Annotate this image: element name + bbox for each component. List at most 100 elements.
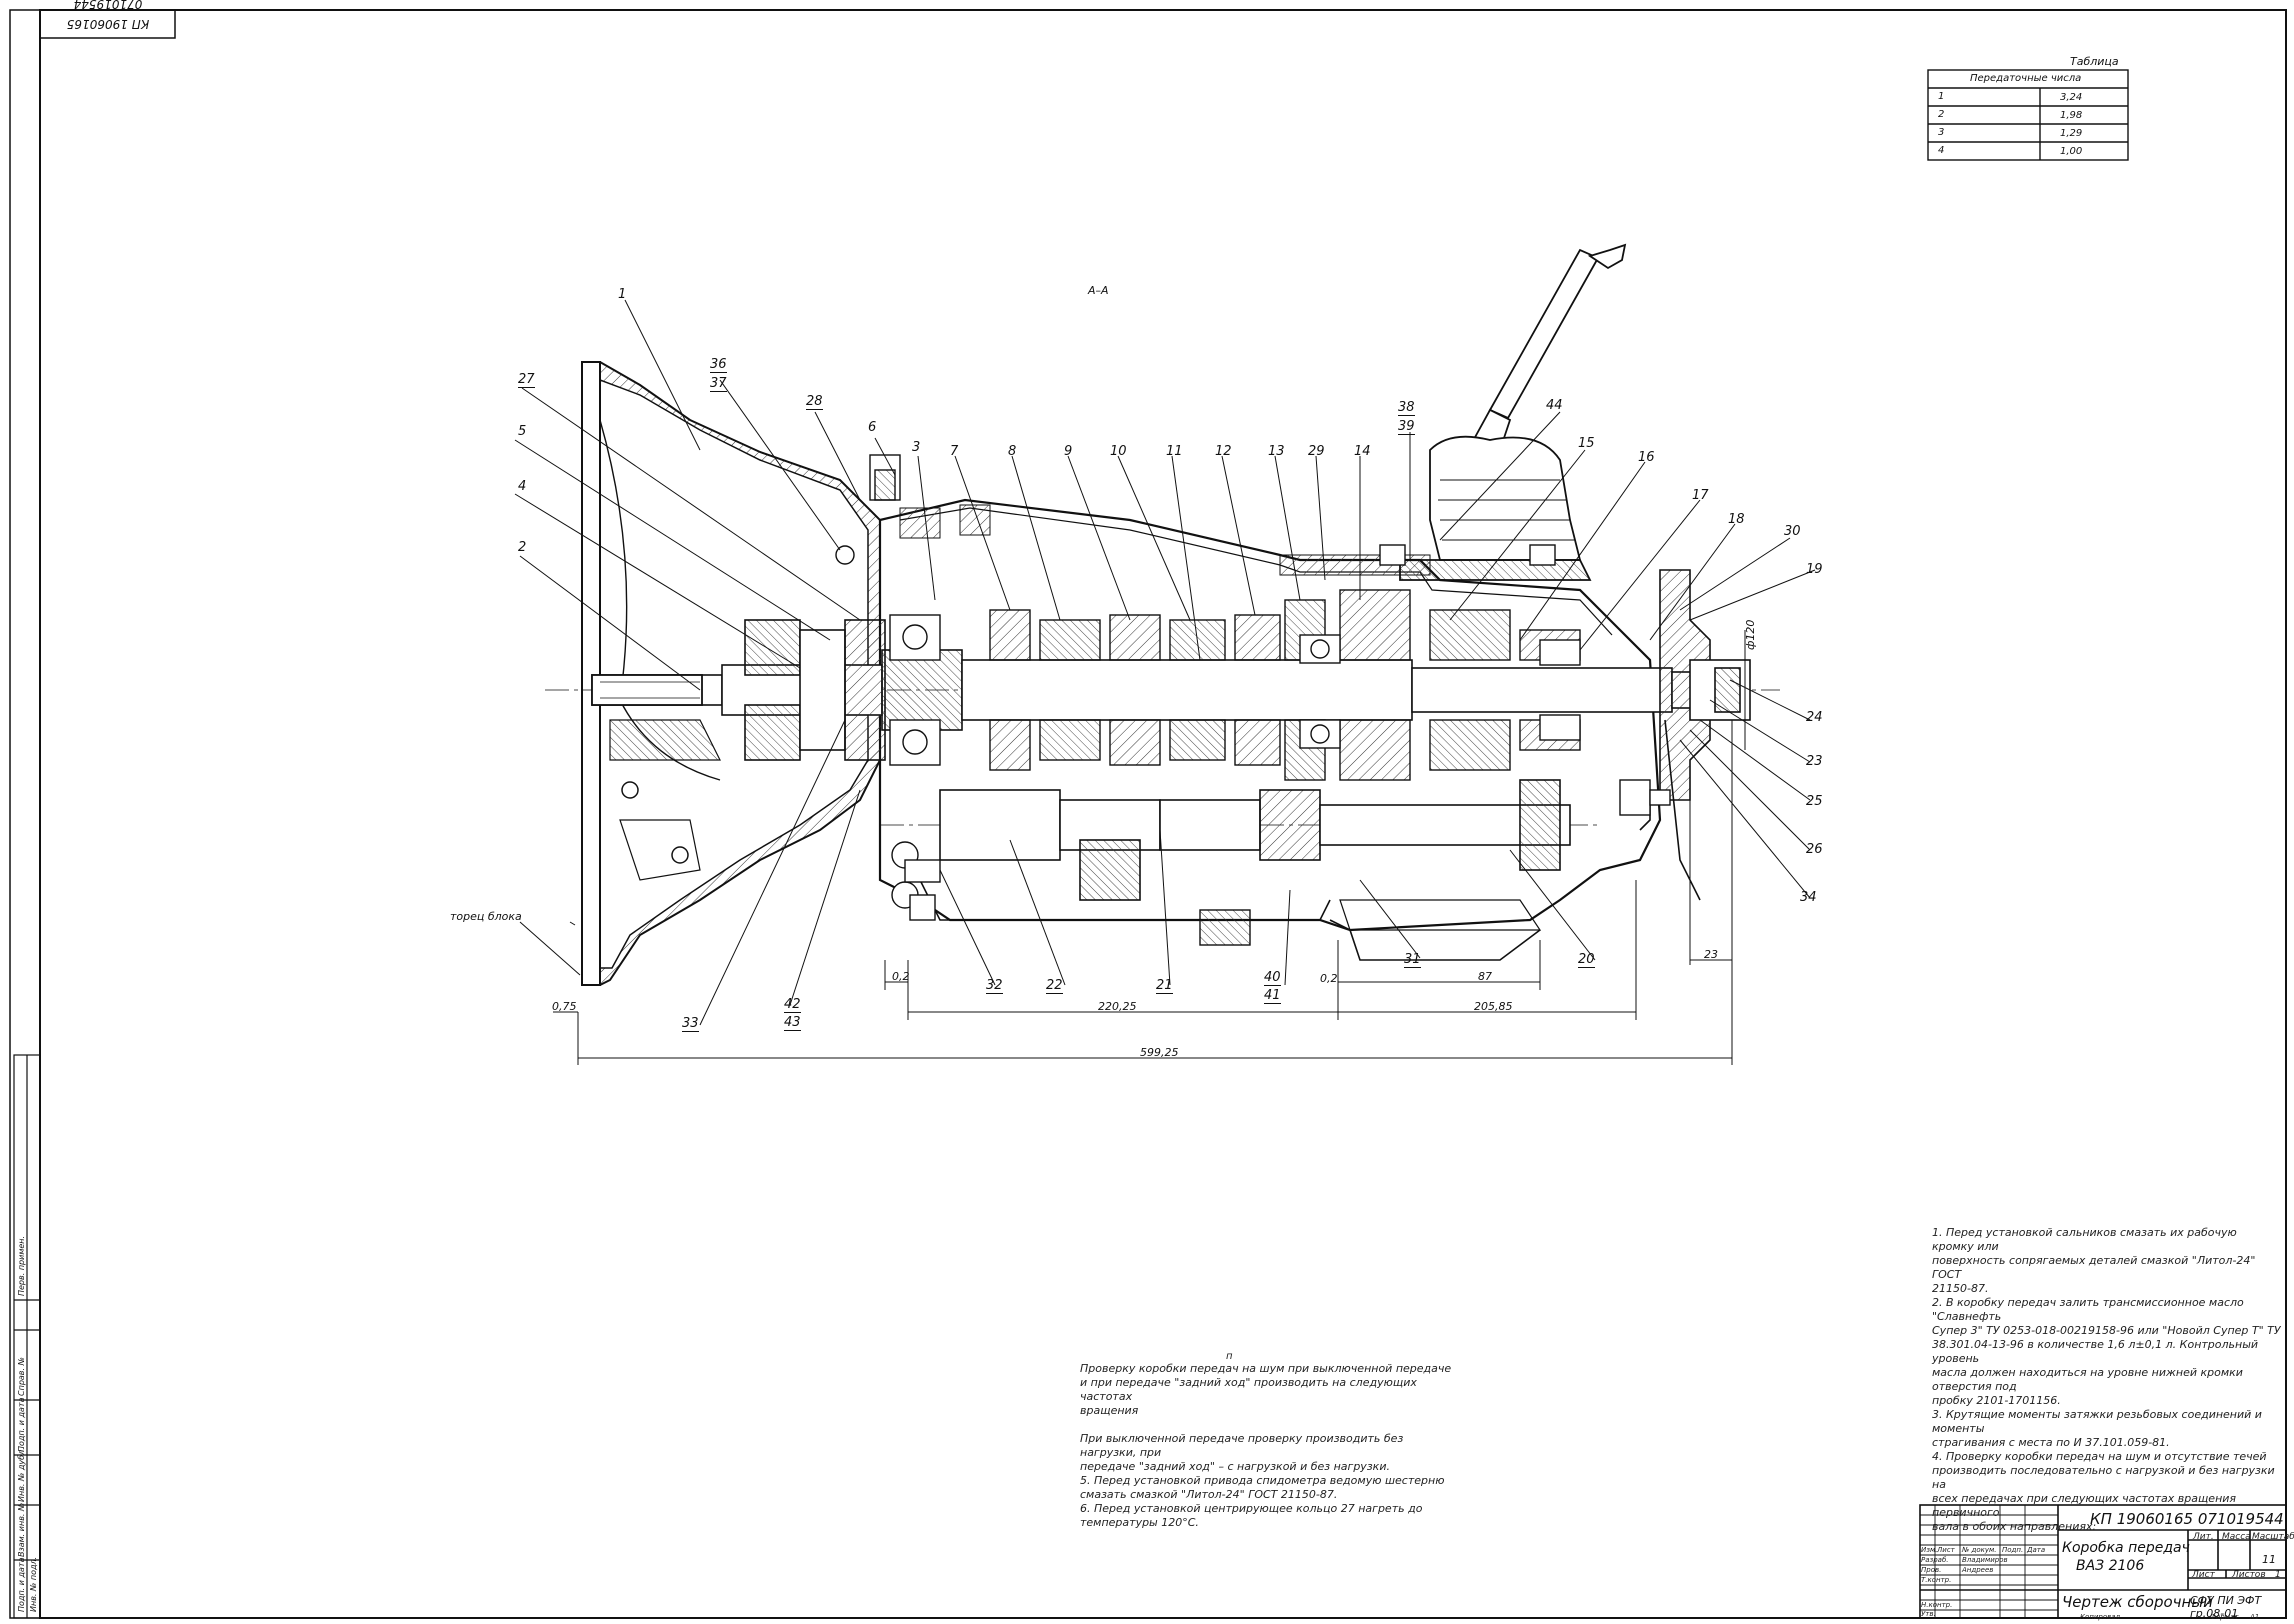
dim-87: 87 [1478, 970, 1492, 983]
note-line: масла должен находиться на уровне нижней… [1932, 1366, 2243, 1393]
callout-31: 31 [1404, 952, 1421, 968]
callout-12: 12 [1215, 444, 1232, 459]
callout-34: 34 [1800, 890, 1817, 905]
row-nkontr: Н.контр. [1921, 1601, 1953, 1609]
dim-599-25: 599,25 [1140, 1046, 1179, 1059]
callout-19: 19 [1806, 562, 1823, 577]
callout-27: 27 [518, 372, 535, 388]
shift-lever [1399, 243, 1627, 581]
callout-13: 13 [1268, 444, 1285, 459]
callout-7: 7 [950, 444, 959, 459]
prov-name: Андреев [1962, 1566, 1994, 1574]
sheets-total: 1 [2275, 1570, 2281, 1580]
callout-23: 23 [1806, 754, 1823, 769]
note-line: и при передаче "задний ход" производить … [1080, 1376, 1417, 1403]
callout-11: 11 [1166, 444, 1183, 459]
callout-4: 4 [518, 479, 527, 494]
razrab-name: Владимиров [1962, 1556, 2008, 1564]
front-cover [744, 619, 886, 761]
row-razrab: Разраб. [1921, 1556, 1949, 1564]
callout-17: 17 [1692, 488, 1709, 503]
countershaft [880, 779, 1600, 901]
row-podp: Подп. [2002, 1546, 2024, 1554]
note-line: При выключенной передаче проверку произв… [1080, 1432, 1404, 1459]
row-izm: Изм. [1921, 1546, 1938, 1554]
title-sheet-count: 11 [2262, 1553, 2276, 1566]
gears-upper [989, 589, 1581, 661]
callout-16: 16 [1638, 450, 1655, 465]
block-face-label: торец блока [450, 910, 522, 923]
ratio-table-grid [1927, 69, 2129, 161]
row-tkontr: Т.контр. [1921, 1576, 1952, 1584]
side-stamp-6: Подп. и дата [17, 1557, 26, 1613]
side-stamp-1: Перв. примен. [17, 1235, 26, 1296]
table-gear-4: 4 [1938, 145, 1945, 156]
note-line: 2. В коробку передач залить трансмиссион… [1932, 1296, 2244, 1323]
table-ratio-1: 3,24 [2060, 92, 2083, 103]
callout-24: 24 [1806, 710, 1823, 725]
row-utv: Утв. [1921, 1610, 1936, 1618]
dimension-lines [553, 630, 1746, 1065]
rear-flange [1639, 569, 1751, 901]
callout-18: 18 [1728, 512, 1745, 527]
callout-2: 2 [518, 540, 527, 555]
note-line: 3. Крутящие моменты затяжки резьбовых со… [1932, 1408, 2262, 1435]
bolts [835, 454, 1671, 921]
callout-20: 20 [1578, 952, 1595, 968]
callout-3: 3 [912, 440, 921, 455]
col-mass: Масса [2222, 1532, 2251, 1542]
callout-21: 21 [1156, 978, 1173, 994]
inner-frame [39, 9, 2287, 1619]
side-stamp-7: Инв. № подл. [29, 1556, 38, 1612]
callout-29: 29 [1308, 444, 1325, 459]
callout-43: 43 [784, 1015, 801, 1031]
note-line: 6. Перед установкой центрирующее кольцо … [1080, 1502, 1423, 1515]
top-code-box [39, 9, 176, 39]
callout-8: 8 [1008, 444, 1017, 459]
callout-41: 41 [1264, 988, 1281, 1004]
format-value: А1 [2250, 1613, 2260, 1621]
row-data: Дата [2027, 1546, 2046, 1554]
dim-205-85: 205,85 [1474, 1000, 1513, 1013]
title-block-grid [1919, 1504, 2287, 1619]
callout-26: 26 [1806, 842, 1823, 857]
table-header: Передаточные числа [1970, 73, 2082, 84]
format-label: Формат [2210, 1613, 2239, 1621]
callout-25: 25 [1806, 794, 1823, 809]
gears-lower [989, 719, 1581, 781]
note-line: 21150-87. [1932, 1282, 1989, 1295]
callout-14: 14 [1354, 444, 1371, 459]
callout-9: 9 [1064, 444, 1073, 459]
table-ratio-2: 1,98 [2060, 110, 2083, 121]
section-label: А–А [1088, 284, 1109, 297]
title-doc-code: КП 19060165 071019544 [2090, 1510, 2284, 1528]
note-line: 5. Перед установкой привода спидометра в… [1080, 1474, 1445, 1487]
dim-0-75: 0,75 [552, 1000, 577, 1013]
dim-0-2-right: 0,2 [1320, 972, 1338, 985]
callout-6: 6 [868, 420, 877, 435]
note-line: 4. Проверку коробки передач на шум и отс… [1932, 1450, 2267, 1463]
note-line: 38.301.04-13-96 в количестве 1,6 л±0,1 л… [1932, 1338, 2259, 1365]
table-gear-1: 1 [1938, 91, 1945, 102]
tech-notes-right: 1. Перед установкой сальников смазать их… [1932, 1226, 2282, 1534]
col-scale: Масштаб [2252, 1532, 2294, 1542]
tech-notes-center: Проверку коробки передач на шум при выкл… [1080, 1362, 1460, 1530]
note-line: Проверку коробки передач на шум при выкл… [1080, 1362, 1452, 1375]
bearings [889, 614, 1581, 909]
top-doc-code: КП 19060165 071019544 [66, 0, 150, 31]
callout-38: 38 [1398, 400, 1415, 416]
note-line: Супер 3" ТУ 0253-018-00219158-96 или "Но… [1932, 1324, 2281, 1337]
side-stamp-4: Инв. № дубл. [17, 1447, 26, 1502]
col-sheets: Листов [2232, 1570, 2266, 1580]
callout-15: 15 [1578, 436, 1595, 451]
note-line: смазать смазкой "Литол-24" ГОСТ 21150-87… [1080, 1488, 1338, 1501]
note-line: пробку 2101-1701156. [1932, 1394, 2061, 1407]
row-ndok: № докум. [1962, 1546, 1997, 1554]
table-gear-3: 3 [1938, 127, 1945, 138]
dim-0-2-left: 0,2 [892, 970, 910, 983]
note-line: производить последовательно с нагрузкой … [1932, 1464, 2275, 1491]
callout-39: 39 [1398, 419, 1415, 435]
dim-phi-120: ф120 [1744, 619, 1757, 650]
note-line: вращения [1080, 1404, 1139, 1417]
